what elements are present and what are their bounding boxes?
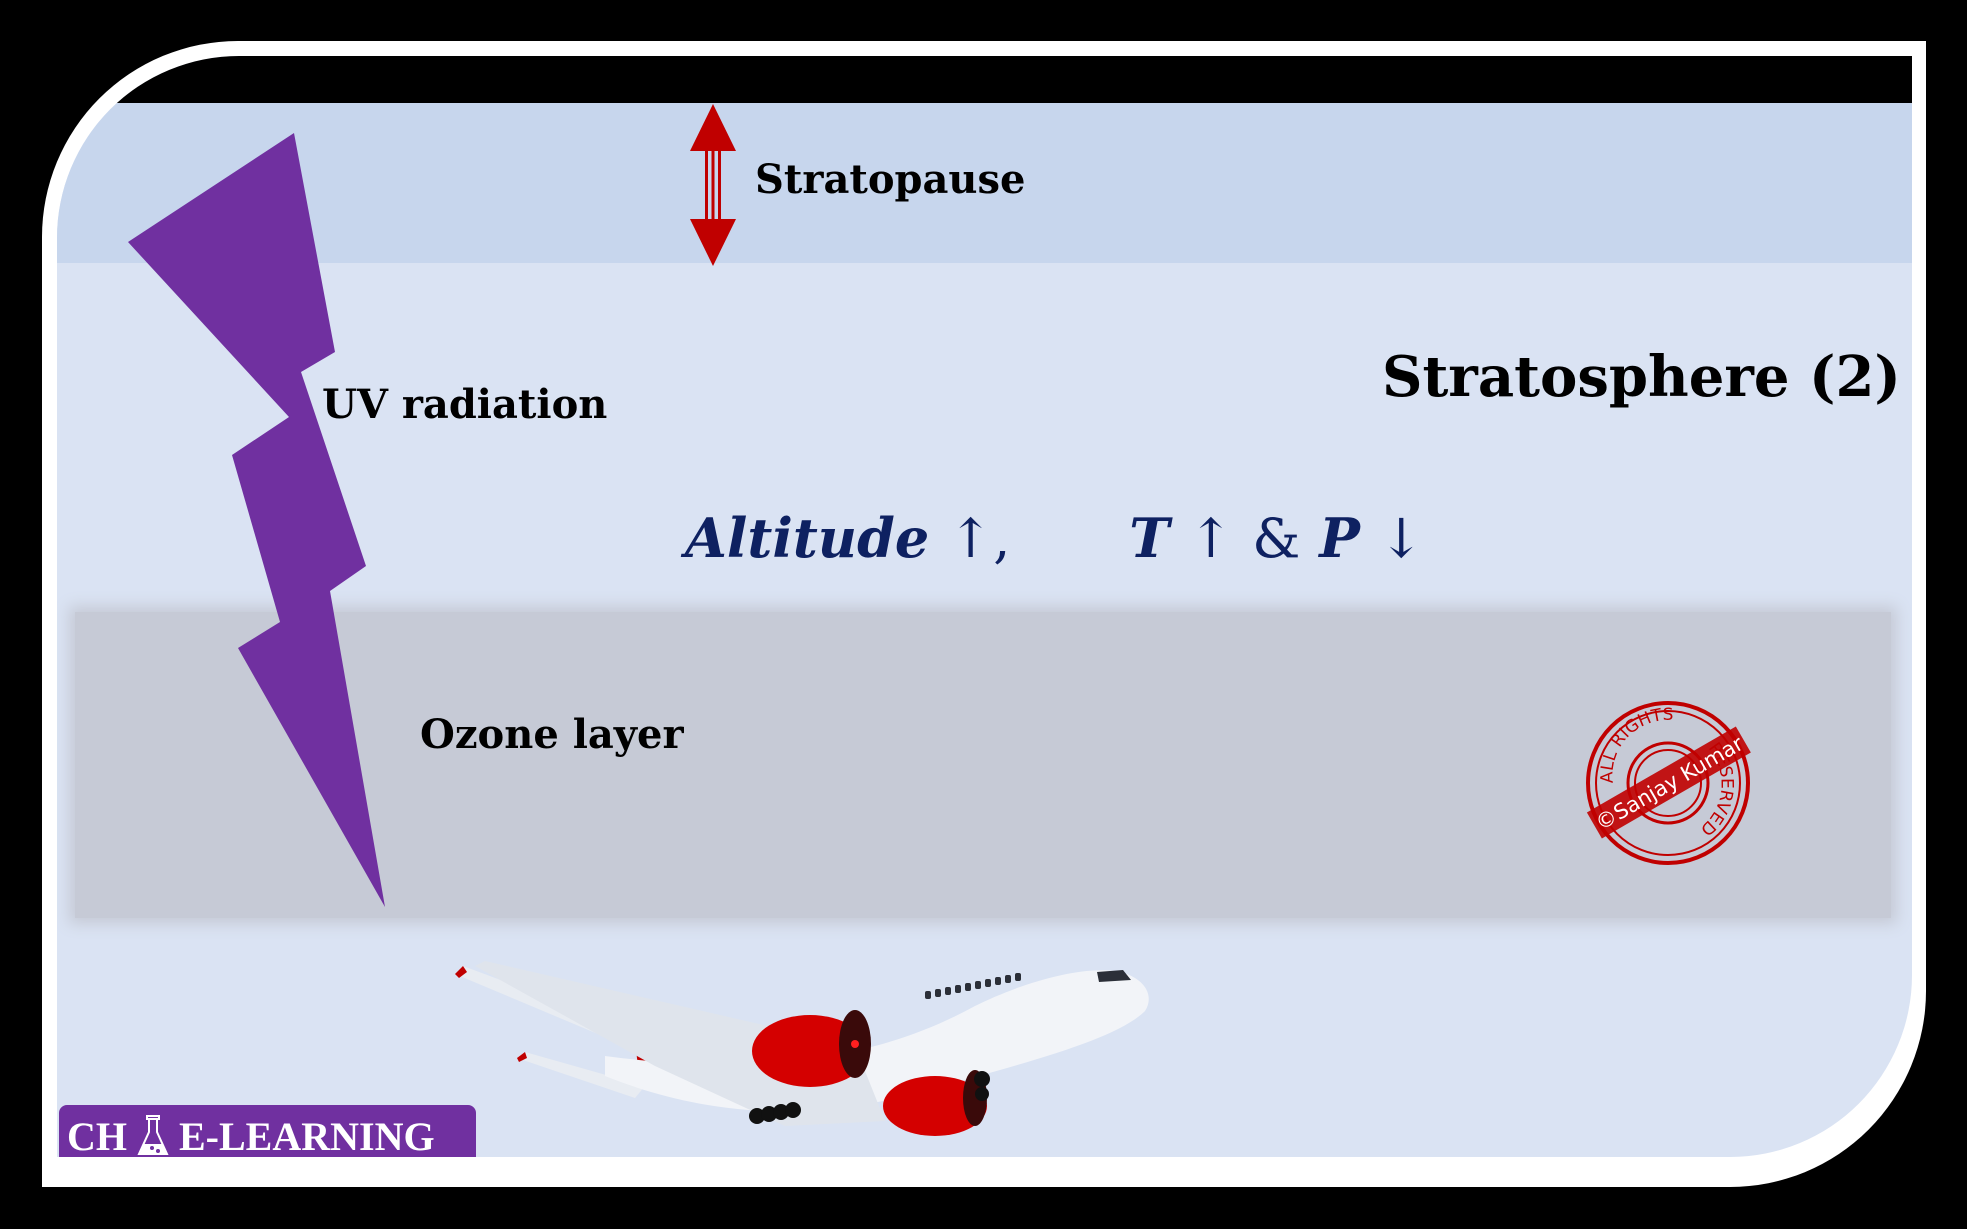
slide-title: Stratosphere (2) bbox=[1382, 344, 1901, 410]
uv-lightning-bolt-icon bbox=[128, 133, 385, 907]
formula-ampersand: & bbox=[1252, 507, 1301, 570]
ozone-layer-label: Ozone layer bbox=[420, 711, 684, 758]
down-arrow-icon: ↓ bbox=[1378, 507, 1424, 570]
logo-right-text: E-LEARNING bbox=[179, 1113, 435, 1158]
ch-elearning-logo: CH E-LEARNING bbox=[59, 1105, 476, 1157]
stratopause-band bbox=[57, 103, 1912, 263]
formula-altitude: Altitude bbox=[685, 506, 930, 570]
airplane-image bbox=[455, 961, 1149, 1136]
altitude-temperature-pressure-formula: Altitude ↑, T ↑ & P ↓ bbox=[685, 506, 1424, 570]
up-arrow-icon: ↑, bbox=[948, 507, 1011, 570]
uv-radiation-label: UV radiation bbox=[322, 381, 608, 428]
stratopause-label: Stratopause bbox=[755, 156, 1026, 203]
formula-temperature: T bbox=[1129, 506, 1170, 570]
logo-left-text: CH bbox=[67, 1113, 127, 1158]
top-black-strip bbox=[57, 56, 1912, 103]
double-arrow-icon bbox=[690, 104, 736, 266]
copyright-stamp: ALL RIGHTS RESERVED ©Sanjay Kumar bbox=[1586, 701, 1751, 865]
slide-content: Stratopause Stratosphere (2) UV radiatio… bbox=[57, 56, 1912, 1157]
flask-icon bbox=[137, 1115, 169, 1155]
up-arrow-icon: ↑ bbox=[1188, 507, 1234, 570]
formula-pressure: P bbox=[1319, 506, 1360, 570]
